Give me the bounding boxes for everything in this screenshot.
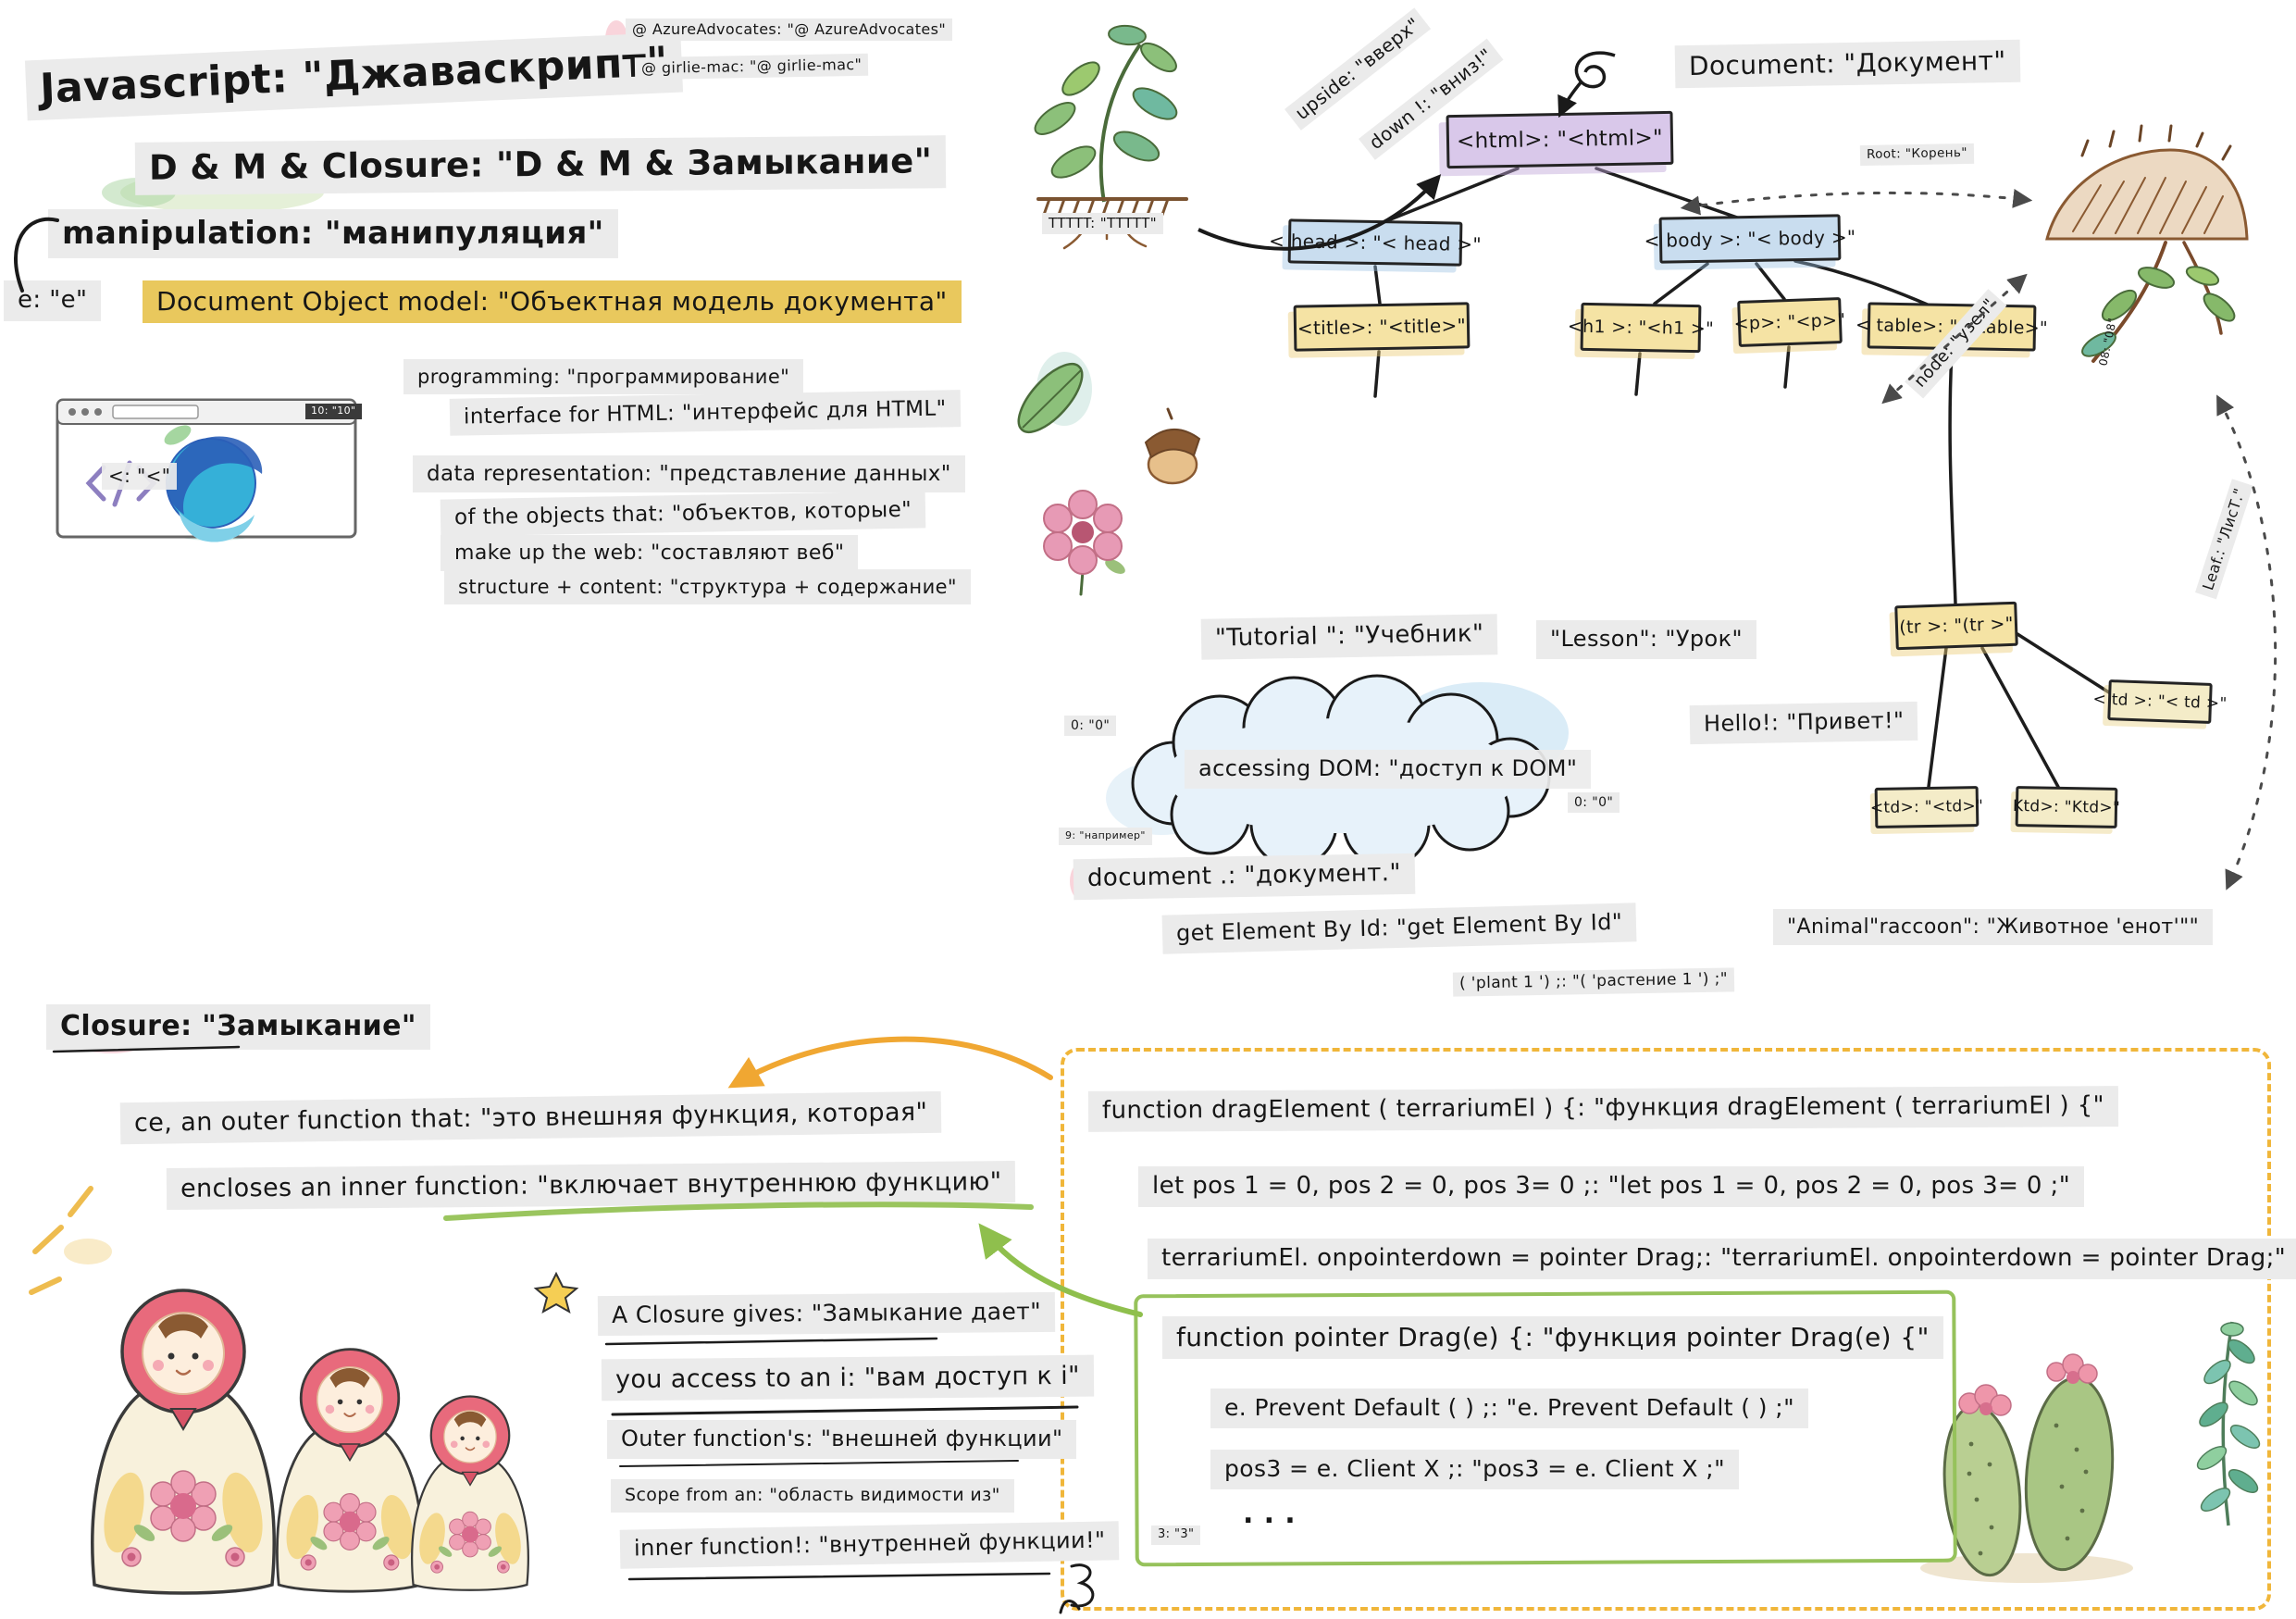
label-plant1-arg: ( 'plant 1 ') ;: "( 'растение 1 ') ;" [1452, 967, 1735, 997]
tree-node-html: <html>: "<html>" [1446, 110, 1674, 169]
code-ellipsis: . . . [1243, 1498, 1297, 1530]
label-lesson: "Lesson": "Урок" [1536, 620, 1756, 659]
tree-node-tr: (tr >: "(tr >" [1894, 601, 2018, 651]
label-get-element-by-id: get Element By Id: "get Element By Id" [1161, 903, 1637, 954]
credit-girlie-mac: @ girlie-mac: "@ girlie-mac" [634, 53, 869, 81]
acorn [1144, 407, 1201, 485]
label-root: Root: "Корень" [1859, 143, 1975, 166]
label-data-representation: data representation: "представление данн… [413, 455, 965, 493]
subtitle-dm-closure: D & M & Closure: "D & M & Замыкание" [134, 135, 947, 195]
label-hello: Hello!: "Привет!" [1689, 701, 1918, 744]
credit-azure-advocates: @ AzureAdvocates: "@ AzureAdvocates" [626, 19, 953, 42]
code-line-3: terrariumEl. onpointerdown = pointer Dra… [1148, 1239, 2296, 1279]
tree-node-body: < body >: "< body >" [1644, 214, 1856, 264]
label-angle-bracket: <: "<" [102, 463, 178, 490]
code-dashed-box [1061, 1048, 2271, 1611]
label-zero-right: 0: "0" [1568, 792, 1620, 814]
closure-inner-function: inner function!: "внутренней функции!" [619, 1521, 1120, 1569]
page-title: Javascript: "Джаваскрипт" [24, 31, 684, 121]
document-spiral [1574, 51, 1616, 89]
flower [1043, 490, 1125, 596]
tree-node-td2: <td>: "<td>" [1870, 786, 1983, 828]
label-structure-content: structure + content: "структура + содерж… [444, 569, 971, 605]
dashed-arrow-right-edge [2216, 394, 2277, 890]
closure-gives: A Closure gives: "Замыкание дает" [597, 1291, 1056, 1336]
label-document: Document: "Документ" [1674, 39, 2020, 89]
browser-tab-note: 10: "10" [305, 404, 362, 419]
roots-clump [2045, 124, 2249, 363]
orange-curved-arrow [727, 1036, 1053, 1089]
label-leaf: Leaf.: "ЛисТ." [2195, 479, 2253, 600]
closure-title: Closure: "Замыкание" [46, 1004, 430, 1050]
closure-you-access: you access to an i: "вам доступ к i" [601, 1354, 1095, 1401]
label-document-dot: document .: "документ." [1073, 853, 1416, 901]
closure-encloses-line: encloses an inner function: "включает вн… [166, 1160, 1016, 1211]
matryoshka-dolls [91, 1289, 529, 1595]
leaf [1017, 352, 1092, 433]
label-tutorial: "Tutorial ": "Учебник" [1200, 614, 1498, 660]
label-dom-definition: Document Object model: "Объектная модель… [143, 280, 962, 324]
code-line-4: function pointer Drag(e) {: "функция poi… [1162, 1316, 1943, 1360]
tree-node-head: < head >: "< head >" [1269, 218, 1482, 267]
star-icon [533, 1271, 579, 1314]
code-line-6: pos3 = e. Client X ;: "pos3 = e. Client … [1210, 1450, 1740, 1489]
closure-scope-from: Scope from an: "область видимости из" [611, 1479, 1014, 1513]
label-e: e: "e" [4, 280, 102, 321]
code-line-2: let pos 1 = 0, pos 2 = 0, pos 3= 0 ;: "l… [1138, 1166, 2085, 1207]
code-line-5: e. Prevent Default ( ) ;: "e. Prevent De… [1210, 1389, 1808, 1428]
label-of-the-objects: of the objects that: "объектов, которые" [440, 491, 926, 538]
closure-outer-scope: Outer function's: "внешней функции" [607, 1420, 1077, 1459]
code-three-note: 3: "3" [1151, 1526, 1201, 1545]
arrow-document-to-html [1558, 80, 1583, 118]
closure-outer-line: ce, an outer function that: "это внешняя… [119, 1090, 942, 1145]
tree-node-h1: <h1 >: "<h1 >" [1568, 302, 1714, 354]
tree-node-td1: < td >: "< td >" [2092, 679, 2228, 724]
tree-node-title: <title>: "<title>" [1293, 302, 1471, 352]
label-zero-left: 0: "0" [1064, 716, 1117, 737]
label-accessing-dom: accessing DOM: "доступ к DOM" [1185, 750, 1592, 789]
tree-node-p: <p>: "<p>" [1733, 297, 1846, 347]
label-animal-raccoon: "Animal"raccoon": "Животное 'енот'"" [1773, 909, 2214, 946]
sun-rays-icon [29, 1186, 93, 1295]
label-interface-for-html: interface for HTML: "интерфейс для HTML" [449, 390, 961, 437]
label-rot08: 08: "08" [2096, 317, 2120, 367]
label-make-up-web: make up the web: "составляют веб" [441, 535, 859, 572]
dashed-arrow-html-roots [1680, 188, 2033, 216]
tree-node-td3: Ktd>: "Ktd>" [2013, 786, 2120, 828]
label-manipulation: manipulation: "манипуляция" [48, 209, 618, 259]
code-line-1: function dragElement ( terrariumEl ) {: … [1087, 1086, 2119, 1132]
label-naprimer: 9: "например" [1059, 828, 1152, 845]
label-ttttt: TTTTT: "TTTTT" [1042, 213, 1164, 235]
label-programming: programming: "программирование" [403, 359, 804, 395]
